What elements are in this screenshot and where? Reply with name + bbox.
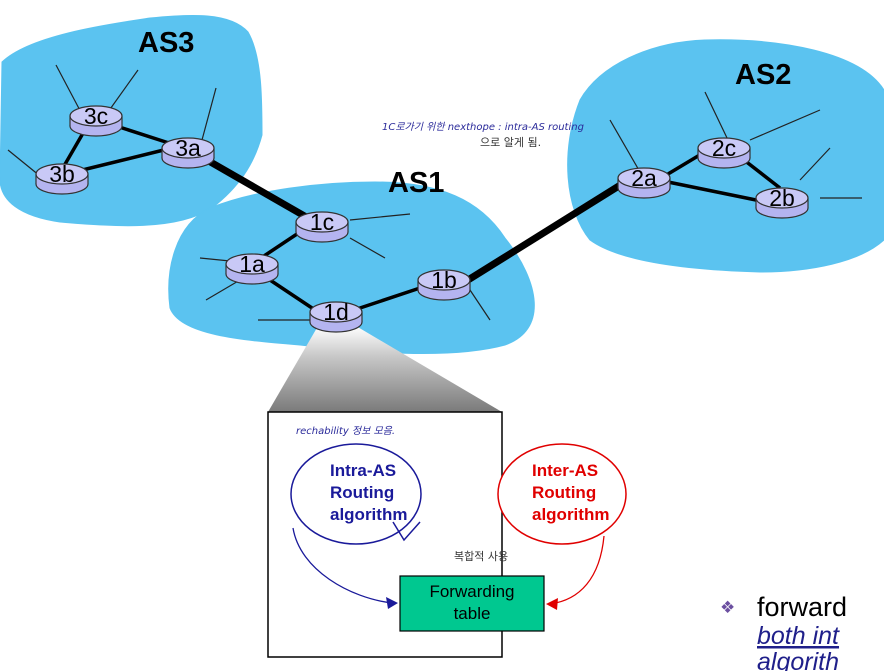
- as3-cloud: [0, 14, 263, 227]
- reachability-note: rechability 정보 모음.: [296, 425, 395, 437]
- inter-arrow-head: [546, 598, 558, 610]
- router-2a[interactable]: 2a: [617, 165, 671, 199]
- as1-label: AS1: [388, 167, 444, 199]
- forwarding-table-line1: Forwarding: [429, 582, 514, 601]
- forwarding-table: [399, 575, 545, 632]
- bullet-main-text: forward: [757, 592, 847, 622]
- router-3a-label: 3a: [175, 135, 201, 161]
- as3-label: AS3: [138, 27, 194, 59]
- router-1b-label: 1b: [431, 267, 457, 293]
- router-3c-label: 3c: [84, 103, 108, 129]
- nexthop-note-line1: 1C로가기 위한 nexthope : intra-AS routing: [382, 121, 584, 133]
- intra-as-line1: Intra-AS: [330, 461, 396, 480]
- router-3b[interactable]: 3b: [35, 161, 89, 195]
- router-1b[interactable]: 1b: [417, 267, 471, 301]
- router-2b[interactable]: 2b: [755, 185, 809, 219]
- intra-as-line2: Routing: [330, 483, 394, 502]
- router-2b-label: 2b: [769, 185, 795, 211]
- router-2a-label: 2a: [631, 165, 657, 191]
- router-1c[interactable]: 1c: [295, 209, 349, 243]
- intra-to-table-arrow: [292, 527, 393, 604]
- inter-as-line2: Routing: [532, 483, 596, 502]
- router-2c[interactable]: 2c: [697, 135, 751, 169]
- intra-arrow-head: [386, 597, 398, 609]
- router-3a[interactable]: 3a: [161, 135, 215, 169]
- inter-to-table-arrow: [549, 535, 605, 605]
- router-1a-label: 1a: [239, 251, 265, 277]
- router-1c-label: 1c: [310, 209, 334, 235]
- forwarding-table-line2: table: [454, 604, 491, 623]
- bullet-em-line2: algorith: [757, 648, 839, 671]
- inter-as-line3: algorithm: [532, 505, 609, 524]
- router-1d-label: 1d: [323, 299, 349, 325]
- bullet-em-line1: both int: [757, 622, 840, 650]
- inter-as-links: [198, 152, 624, 283]
- nexthop-note-line2: 으로 알게 됨.: [480, 135, 541, 149]
- router-2c-label: 2c: [712, 135, 736, 161]
- router-1a[interactable]: 1a: [225, 251, 279, 285]
- intra-as-line3: algorithm: [330, 505, 407, 524]
- router-3c[interactable]: 3c: [69, 103, 123, 137]
- bullet-icon: ❖: [720, 598, 735, 618]
- intra-as-algorithm-node: [290, 443, 422, 545]
- zoom-funnel: [268, 326, 502, 412]
- router-1d[interactable]: 1d: [309, 299, 363, 333]
- combined-use-note: 복합적 사용: [454, 550, 508, 563]
- inter-as-line1: Inter-AS: [532, 461, 598, 480]
- inter-as-algorithm-node: [497, 443, 627, 545]
- check-mark-icon: [392, 521, 421, 542]
- router-3b-label: 3b: [49, 161, 75, 187]
- as2-label: AS2: [735, 59, 791, 91]
- as1-cloud: [168, 181, 535, 354]
